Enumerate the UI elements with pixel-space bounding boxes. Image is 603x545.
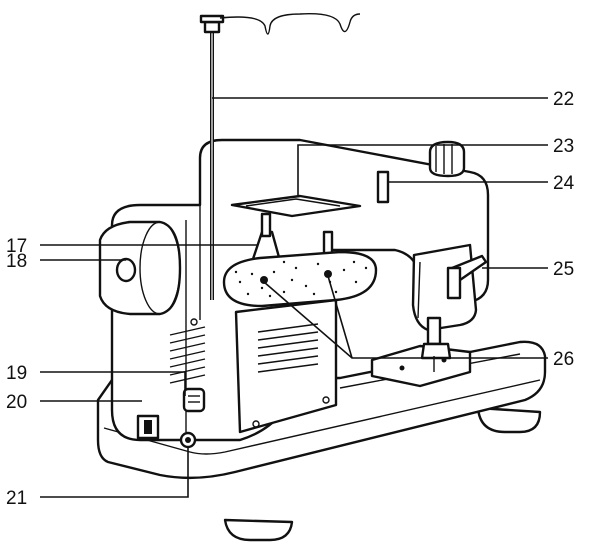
vent-grille-cover bbox=[257, 323, 319, 373]
connector-socket bbox=[182, 387, 206, 413]
leader-26b bbox=[327, 275, 353, 359]
callout-26: 26 bbox=[553, 349, 574, 370]
callout-23: 23 bbox=[553, 136, 574, 157]
leader-19 bbox=[40, 371, 186, 396]
callout-22: 22 bbox=[553, 89, 574, 110]
callout-18: 18 bbox=[6, 251, 27, 272]
callout-21: 21 bbox=[6, 488, 27, 509]
top-cover-slot bbox=[230, 194, 362, 218]
callout-19: 19 bbox=[6, 363, 27, 384]
telescopic-thread-guide bbox=[199, 13, 361, 300]
callout-17: 17 bbox=[6, 236, 27, 257]
callout-24: 24 bbox=[553, 173, 575, 194]
callout-20: 20 bbox=[6, 392, 27, 413]
vent-grille-left bbox=[169, 326, 206, 384]
bobbin-winder bbox=[376, 170, 390, 204]
leader-23 bbox=[297, 144, 548, 196]
leader-21 bbox=[40, 447, 189, 498]
callout-25: 25 bbox=[553, 259, 574, 280]
machine-head bbox=[411, 243, 478, 332]
sewing-machine-illustration bbox=[96, 13, 547, 542]
rear-foot bbox=[223, 518, 294, 542]
callout-lines bbox=[40, 97, 548, 498]
right-foot bbox=[476, 406, 542, 434]
top-knob bbox=[428, 140, 466, 178]
callout-labels: 17 18 19 20 21 22 23 24 25 26 bbox=[6, 89, 575, 509]
spool-felt-pad bbox=[222, 250, 378, 308]
needle-assembly bbox=[420, 316, 452, 372]
